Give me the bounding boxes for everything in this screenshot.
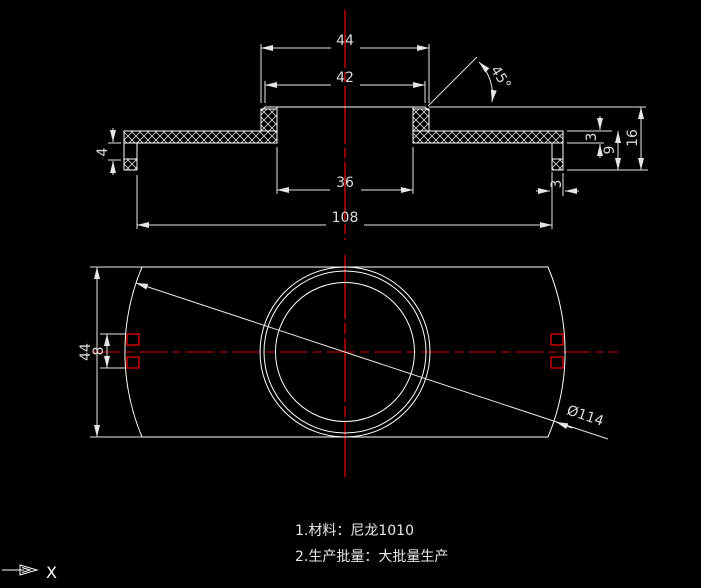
dim-lip-thickness: 3 [536, 173, 579, 196]
flange-section-right [412, 130, 564, 144]
tab-mark-left-lower [126, 356, 140, 369]
tab-mark-right-lower [550, 356, 564, 369]
svg-text:45°: 45° [487, 63, 514, 93]
note-material: 1.材料：尼龙1010 [295, 523, 414, 539]
svg-text:4: 4 [95, 147, 111, 156]
lip-foot-left [123, 158, 138, 171]
svg-text:44: 44 [78, 343, 94, 361]
plan-view: 44 8 Ø114 [78, 255, 618, 477]
svg-text:Ø114: Ø114 [565, 403, 606, 430]
dim-tab-width: 8 [91, 333, 126, 369]
dim-total-height: 16 [625, 107, 644, 170]
svg-text:44: 44 [336, 33, 354, 49]
note-batch: 2.生产批量：大批量生产 [295, 549, 448, 565]
svg-text:3: 3 [584, 133, 600, 142]
svg-text:3: 3 [549, 180, 565, 189]
dim-flange-thickness: 3 [567, 116, 612, 158]
ucs-axis-indicator: X [2, 563, 57, 582]
section-view: 44 42 45° 36 [95, 10, 648, 240]
x-axis-arrow-icon [19, 564, 39, 576]
svg-text:42: 42 [336, 70, 354, 86]
dim-chamfer-angle: 45° [427, 56, 646, 108]
svg-text:9: 9 [602, 146, 618, 155]
dim-rim-depth: 9 [567, 131, 648, 171]
svg-text:16: 16 [625, 129, 641, 147]
boss-wall-right [412, 108, 430, 132]
dim-left-lip-height: 4 [95, 128, 121, 175]
tab-mark-left-upper [126, 333, 140, 346]
svg-text:8: 8 [91, 347, 107, 356]
lip-foot-right [551, 158, 564, 171]
dim-plan-height: 44 [78, 266, 142, 438]
technical-notes: 1.材料：尼龙1010 2.生产批量：大批量生产 [295, 523, 448, 565]
section-outline [123, 106, 564, 171]
dim-boss-outer-width: 44 [260, 33, 430, 103]
svg-text:36: 36 [336, 175, 354, 191]
boss-circle [259, 266, 431, 438]
flange-section-left [123, 130, 278, 144]
dim-hole-width: 36 [276, 147, 414, 194]
dim-boss-top-width: 42 [264, 70, 426, 103]
x-axis-label: X [46, 563, 57, 582]
dim-overall-width: 108 [136, 172, 553, 229]
plan-outline [124, 266, 566, 438]
tab-mark-right-upper [550, 333, 564, 346]
boss-wall-left [260, 108, 278, 132]
svg-text:108: 108 [332, 210, 359, 226]
chamfer-circle [263, 270, 427, 434]
hole-circle [275, 282, 415, 422]
